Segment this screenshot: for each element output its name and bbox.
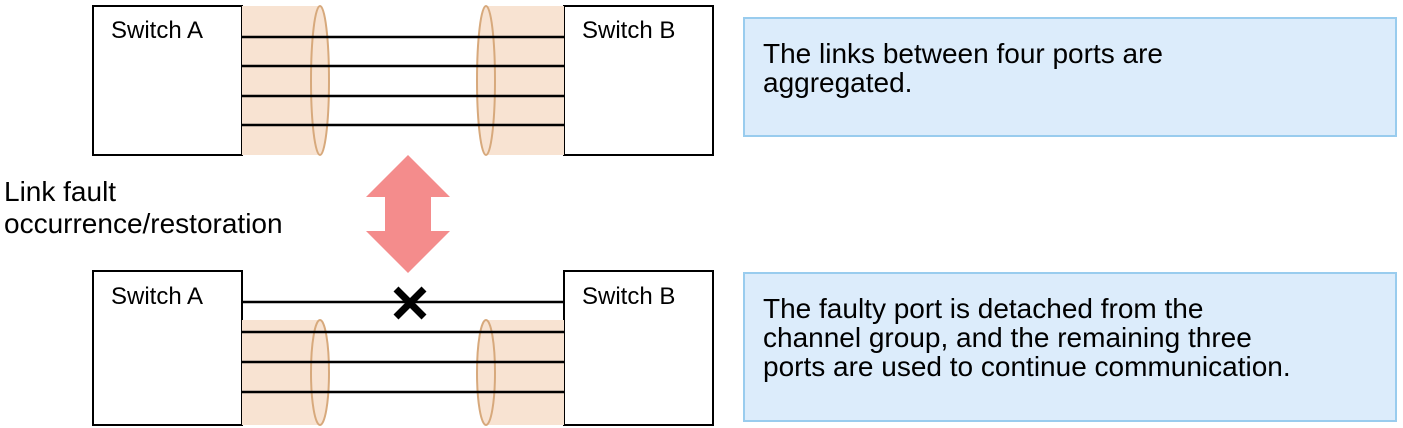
- top-switch-a-box: [92, 5, 243, 156]
- note-bottom-line-3: ports are used to continue communication…: [763, 351, 1291, 382]
- note-top-line-1: The links between four ports are: [763, 38, 1163, 69]
- top-left-bundle-icon: [242, 4, 330, 157]
- bottom-switch-a-box: [92, 270, 243, 426]
- bottom-switch-b-box: [563, 270, 714, 426]
- note-top-line-2: aggregated.: [763, 67, 913, 98]
- bottom-switch-b-label: Switch B: [582, 283, 675, 310]
- top-switch-a-label: Switch A: [111, 17, 203, 44]
- note-bottom-line-1: The faulty port is detached from the: [763, 293, 1204, 324]
- bottom-switch-a-label: Switch A: [111, 283, 203, 310]
- link-fault-label-line-2: occurrence/restoration: [4, 208, 283, 239]
- bottom-aggregation-diagram: Switch A Switch B: [92, 270, 714, 427]
- link-fault-label-line-1: Link fault: [4, 176, 117, 207]
- x-mark-icon: [393, 286, 427, 320]
- double-headed-vertical-arrow-icon: [366, 155, 450, 273]
- aggregated-links-note: The links between four ports are aggrega…: [743, 17, 1397, 137]
- bottom-right-bundle-icon: [476, 318, 564, 427]
- note-bottom-line-2: channel group, and the remaining three: [763, 322, 1252, 353]
- bottom-links: [242, 300, 564, 394]
- link-fault-label: Link fault occurrence/restoration: [4, 176, 283, 240]
- top-links: [242, 35, 564, 127]
- bottom-left-bundle-icon: [242, 318, 330, 427]
- faulty-port-note: The faulty port is detached from the cha…: [743, 272, 1397, 422]
- top-switch-b-box: [563, 5, 714, 156]
- top-aggregation-diagram: Switch A Switch B: [92, 4, 714, 157]
- top-right-bundle-icon: [476, 4, 564, 157]
- top-switch-b-label: Switch B: [582, 17, 675, 44]
